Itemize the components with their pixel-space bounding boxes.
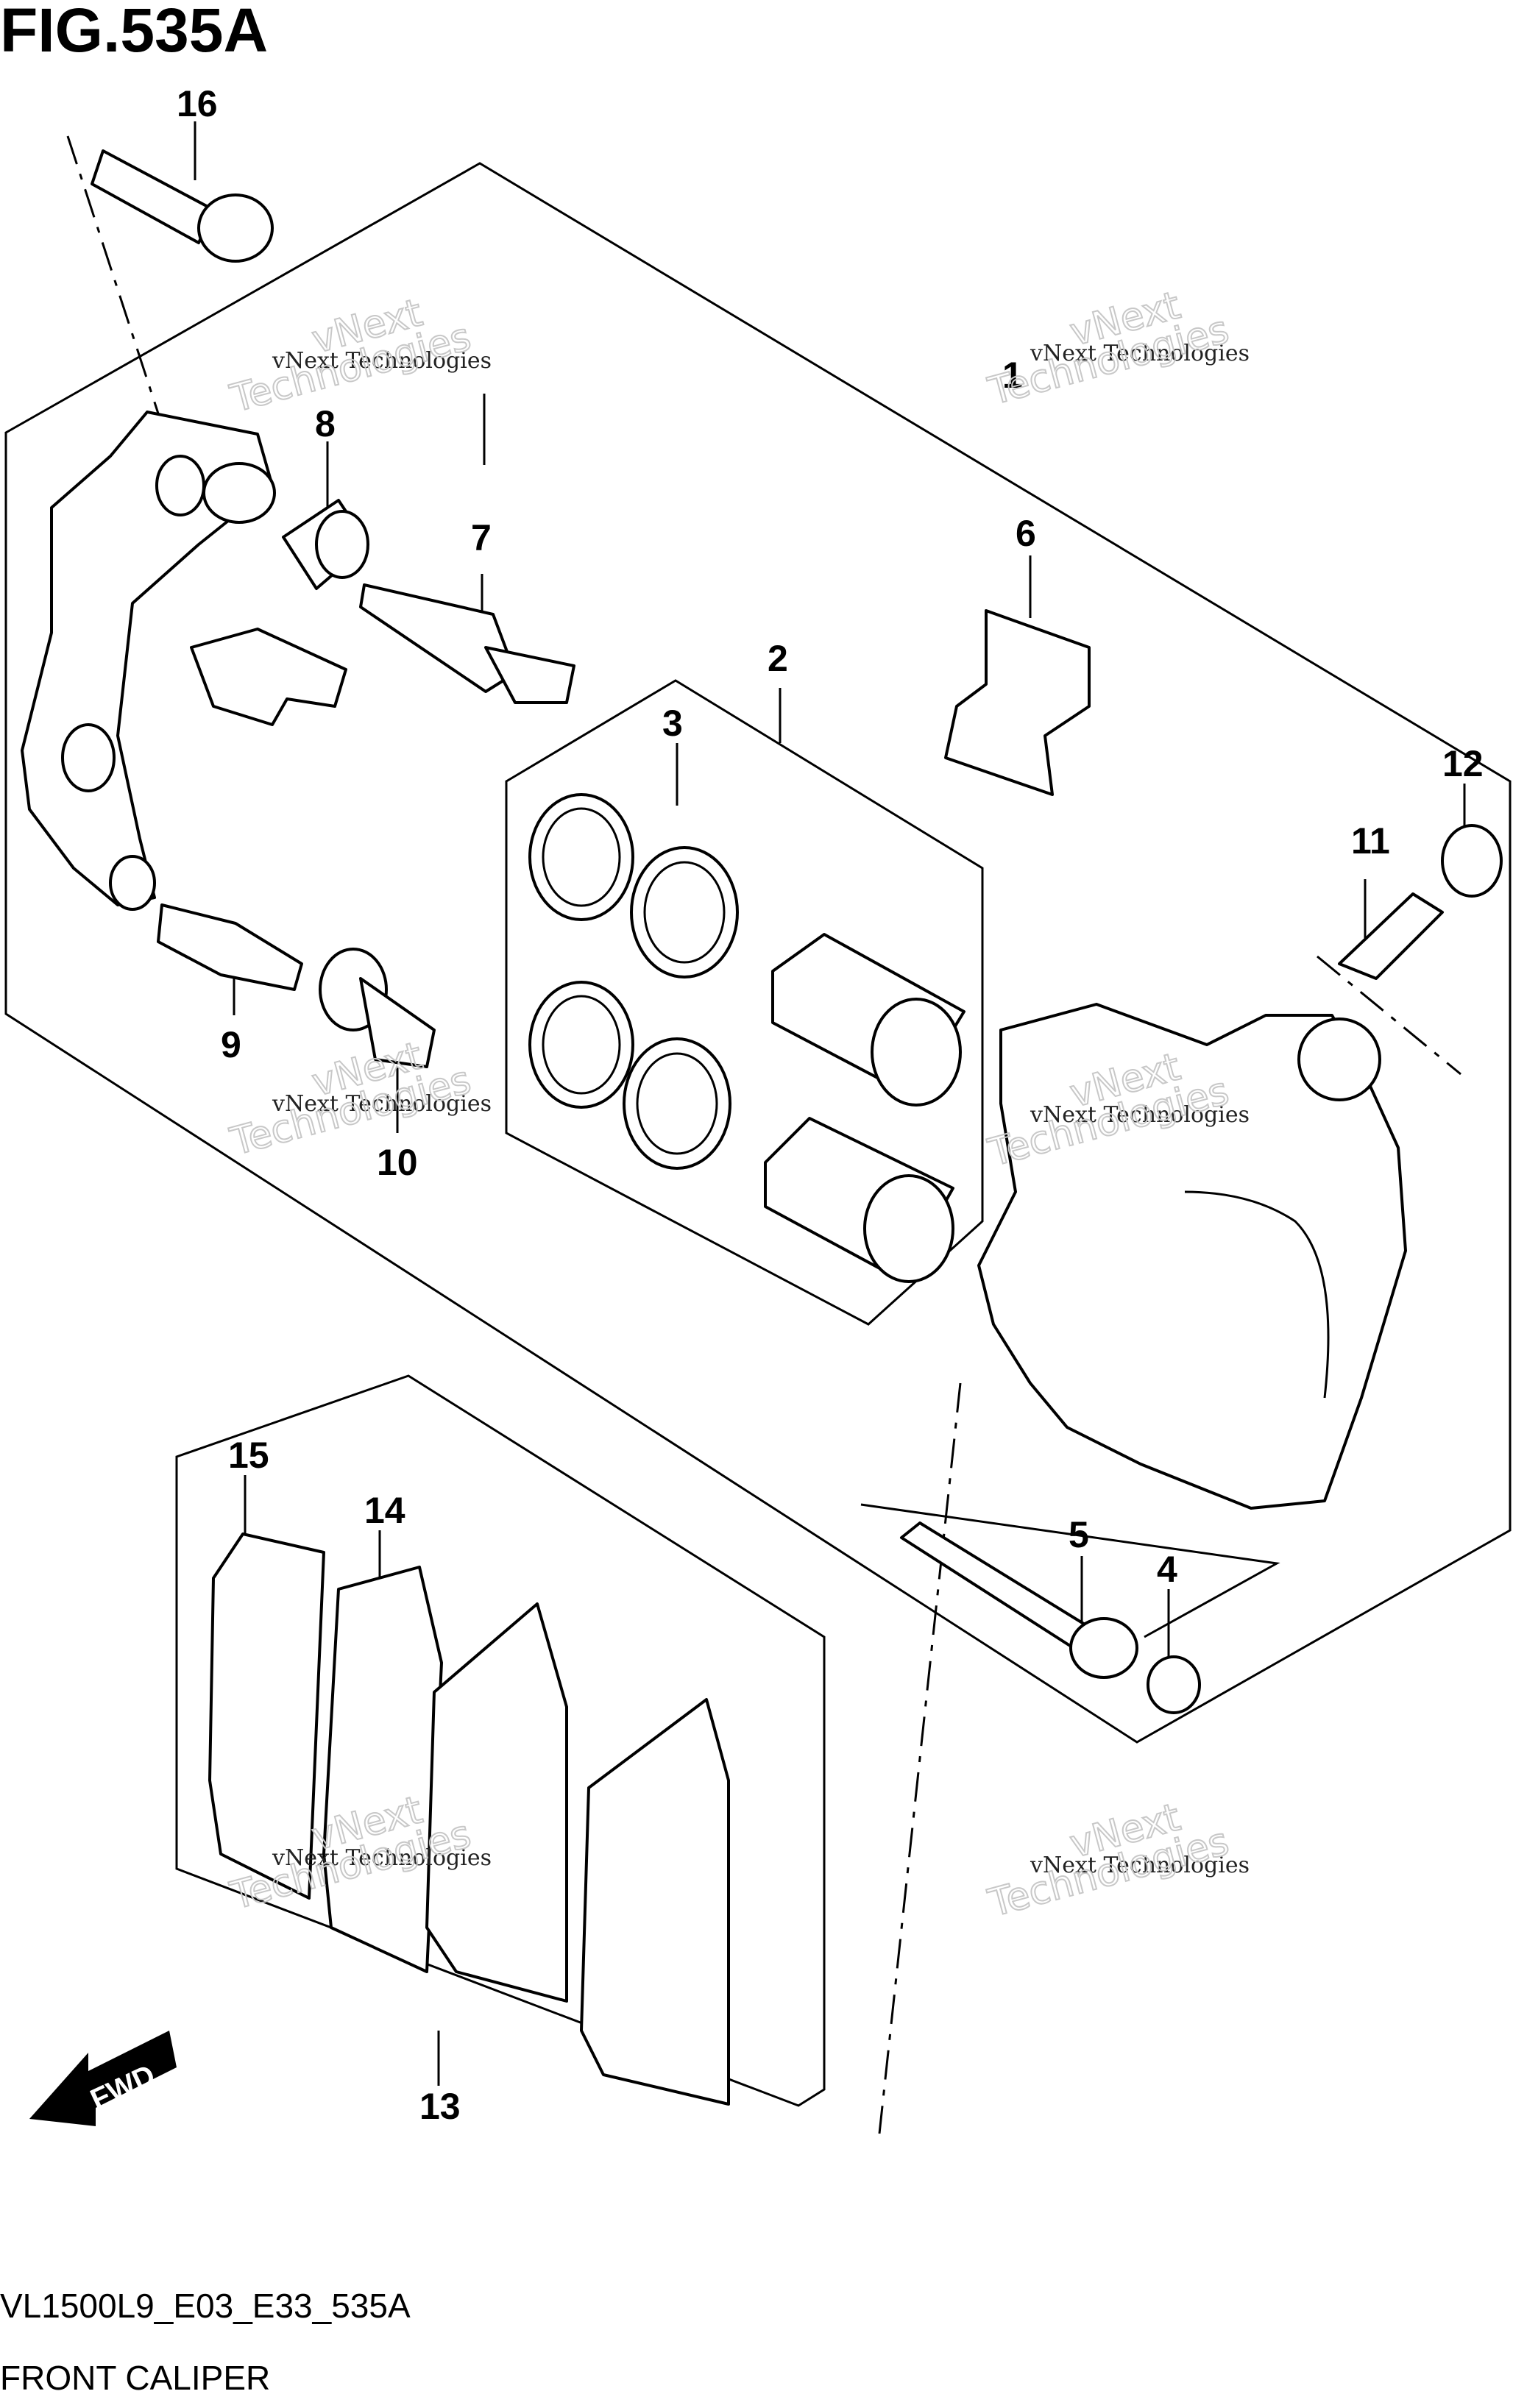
svg-text:vNext Technologies: vNext Technologies xyxy=(272,1845,492,1871)
callout-12: 12 xyxy=(1442,743,1484,784)
callout-8: 8 xyxy=(315,403,336,444)
bleeder-cap-12 xyxy=(1441,824,1503,898)
sleeve-8 xyxy=(282,499,369,590)
slide-pin-9 xyxy=(157,903,303,991)
callout-numbers: 16 1 8 7 6 2 3 12 11 9 10 5 4 15 14 13 xyxy=(177,83,1484,2127)
caliper-bracket xyxy=(21,411,276,911)
callout-5: 5 xyxy=(1069,1514,1089,1555)
callout-4: 4 xyxy=(1157,1549,1177,1590)
pistons xyxy=(764,933,965,1283)
callout-14: 14 xyxy=(364,1490,405,1531)
diagram-code: VL1500L9_E03_E33_535A xyxy=(0,2287,411,2325)
pad-shim-14 xyxy=(322,1566,443,1973)
callout-6: 6 xyxy=(1016,513,1036,554)
callout-leaders xyxy=(194,121,1466,2086)
callout-15: 15 xyxy=(228,1435,269,1476)
piston-seals-3 xyxy=(528,793,739,1170)
seal-kit-outline xyxy=(505,679,984,1326)
pin-axis-line xyxy=(878,1382,962,2134)
brake-pads xyxy=(208,1532,730,2106)
svg-text:vNext Technologies: vNext Technologies xyxy=(1030,1102,1250,1128)
callout-11: 11 xyxy=(1351,820,1390,862)
fwd-direction-arrow: FWD xyxy=(29,2031,177,2126)
boot-10 xyxy=(319,948,436,1068)
bolt-16 xyxy=(91,149,274,263)
svg-text:vNext Technologies: vNext Technologies xyxy=(1030,341,1250,366)
bolt-axis-line xyxy=(66,135,193,516)
pad-pin-5 xyxy=(900,1521,1138,1679)
brake-pad-inner xyxy=(425,1602,568,2003)
callout-3: 3 xyxy=(662,703,683,744)
pin-guide-line xyxy=(860,1503,1280,1638)
callout-13: 13 xyxy=(419,2086,461,2127)
callout-1: 1 xyxy=(1002,355,1023,396)
svg-text:vNext Technologies: vNext Technologies xyxy=(1030,1853,1250,1878)
slide-pin-7 xyxy=(359,583,575,704)
brake-pad-outer xyxy=(580,1698,730,2106)
svg-text:vNext Technologies: vNext Technologies xyxy=(272,348,492,374)
callout-2: 2 xyxy=(768,638,788,679)
caliper-assembly-outline xyxy=(4,162,1512,1744)
bleeder-axis-line xyxy=(1317,955,1461,1076)
diagram-caption: FRONT CALIPER xyxy=(0,2359,270,2397)
svg-text:vNext Technologies: vNext Technologies xyxy=(272,1091,492,1117)
pad-shim-6 xyxy=(944,609,1091,796)
callout-7: 7 xyxy=(471,517,492,558)
callout-16: 16 xyxy=(177,83,218,124)
figure-title: FIG.535A xyxy=(0,0,268,65)
pad-spring-clip xyxy=(190,628,347,726)
caliper-body xyxy=(977,1003,1407,1510)
bleeder-valve-11 xyxy=(1338,892,1444,980)
callout-9: 9 xyxy=(221,1024,241,1065)
pad-set-outline xyxy=(175,1374,826,2107)
plug-4 xyxy=(1147,1655,1201,1714)
callout-10: 10 xyxy=(377,1142,418,1183)
pad-shim-15 xyxy=(208,1532,325,1900)
